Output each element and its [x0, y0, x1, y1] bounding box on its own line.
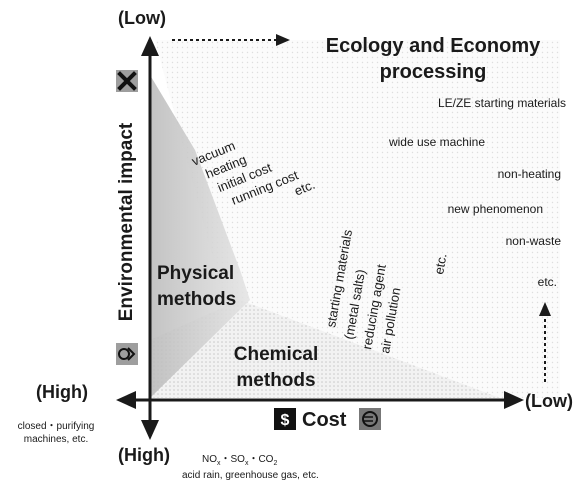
chemical-item: etc.	[431, 252, 449, 275]
ecology-item: new phenomenon	[448, 202, 543, 216]
y-axis-arrow-top	[141, 36, 159, 56]
physical-title-line1: Physical	[157, 263, 234, 284]
left-note-line2: machines, etc.	[24, 434, 88, 445]
ecology-title-line2: processing	[380, 61, 487, 83]
x-axis-arrow-left	[116, 391, 136, 409]
x-axis-arrow-right	[504, 391, 524, 409]
bottom-note-line1: NOx・SOx・CO2	[202, 454, 277, 467]
y-axis-arrow-bottom	[141, 420, 159, 440]
y-top-label: (Low)	[118, 8, 166, 28]
ecology-item: non-heating	[498, 167, 561, 181]
ecology-title-line1: Ecology and Economy	[326, 35, 541, 57]
physical-item: etc.	[292, 177, 317, 199]
ecology-item: LE/ZE starting materials	[438, 96, 566, 110]
x-left-label: (High)	[36, 382, 88, 402]
dotted-arrow-up-head	[539, 302, 551, 316]
left-note-line1: closed・purifying	[18, 421, 95, 432]
recycle-icon	[116, 343, 138, 365]
x-axis-title: Cost	[302, 409, 347, 431]
ecology-item: etc.	[538, 275, 557, 289]
chemical-title-line1: Chemical	[234, 344, 318, 365]
dotted-arrow-top-head	[276, 34, 290, 46]
x-mark-icon	[116, 70, 138, 92]
euro-icon	[359, 408, 381, 430]
ecology-item: wide use machine	[388, 135, 485, 149]
dollar-icon: $	[274, 408, 296, 430]
bottom-note-line2: acid rain, greenhouse gas, etc.	[182, 470, 319, 481]
ecology-item: non-waste	[506, 234, 562, 248]
x-right-label: (Low)	[525, 391, 573, 411]
chemical-region	[150, 300, 500, 398]
y-axis-title: Environmental impact	[116, 122, 137, 321]
physical-title-line2: methods	[157, 289, 236, 310]
physical-region	[150, 75, 250, 398]
y-bottom-label: (High)	[118, 445, 170, 465]
svg-text:$: $	[281, 412, 290, 429]
chemical-title-line2: methods	[236, 370, 315, 391]
